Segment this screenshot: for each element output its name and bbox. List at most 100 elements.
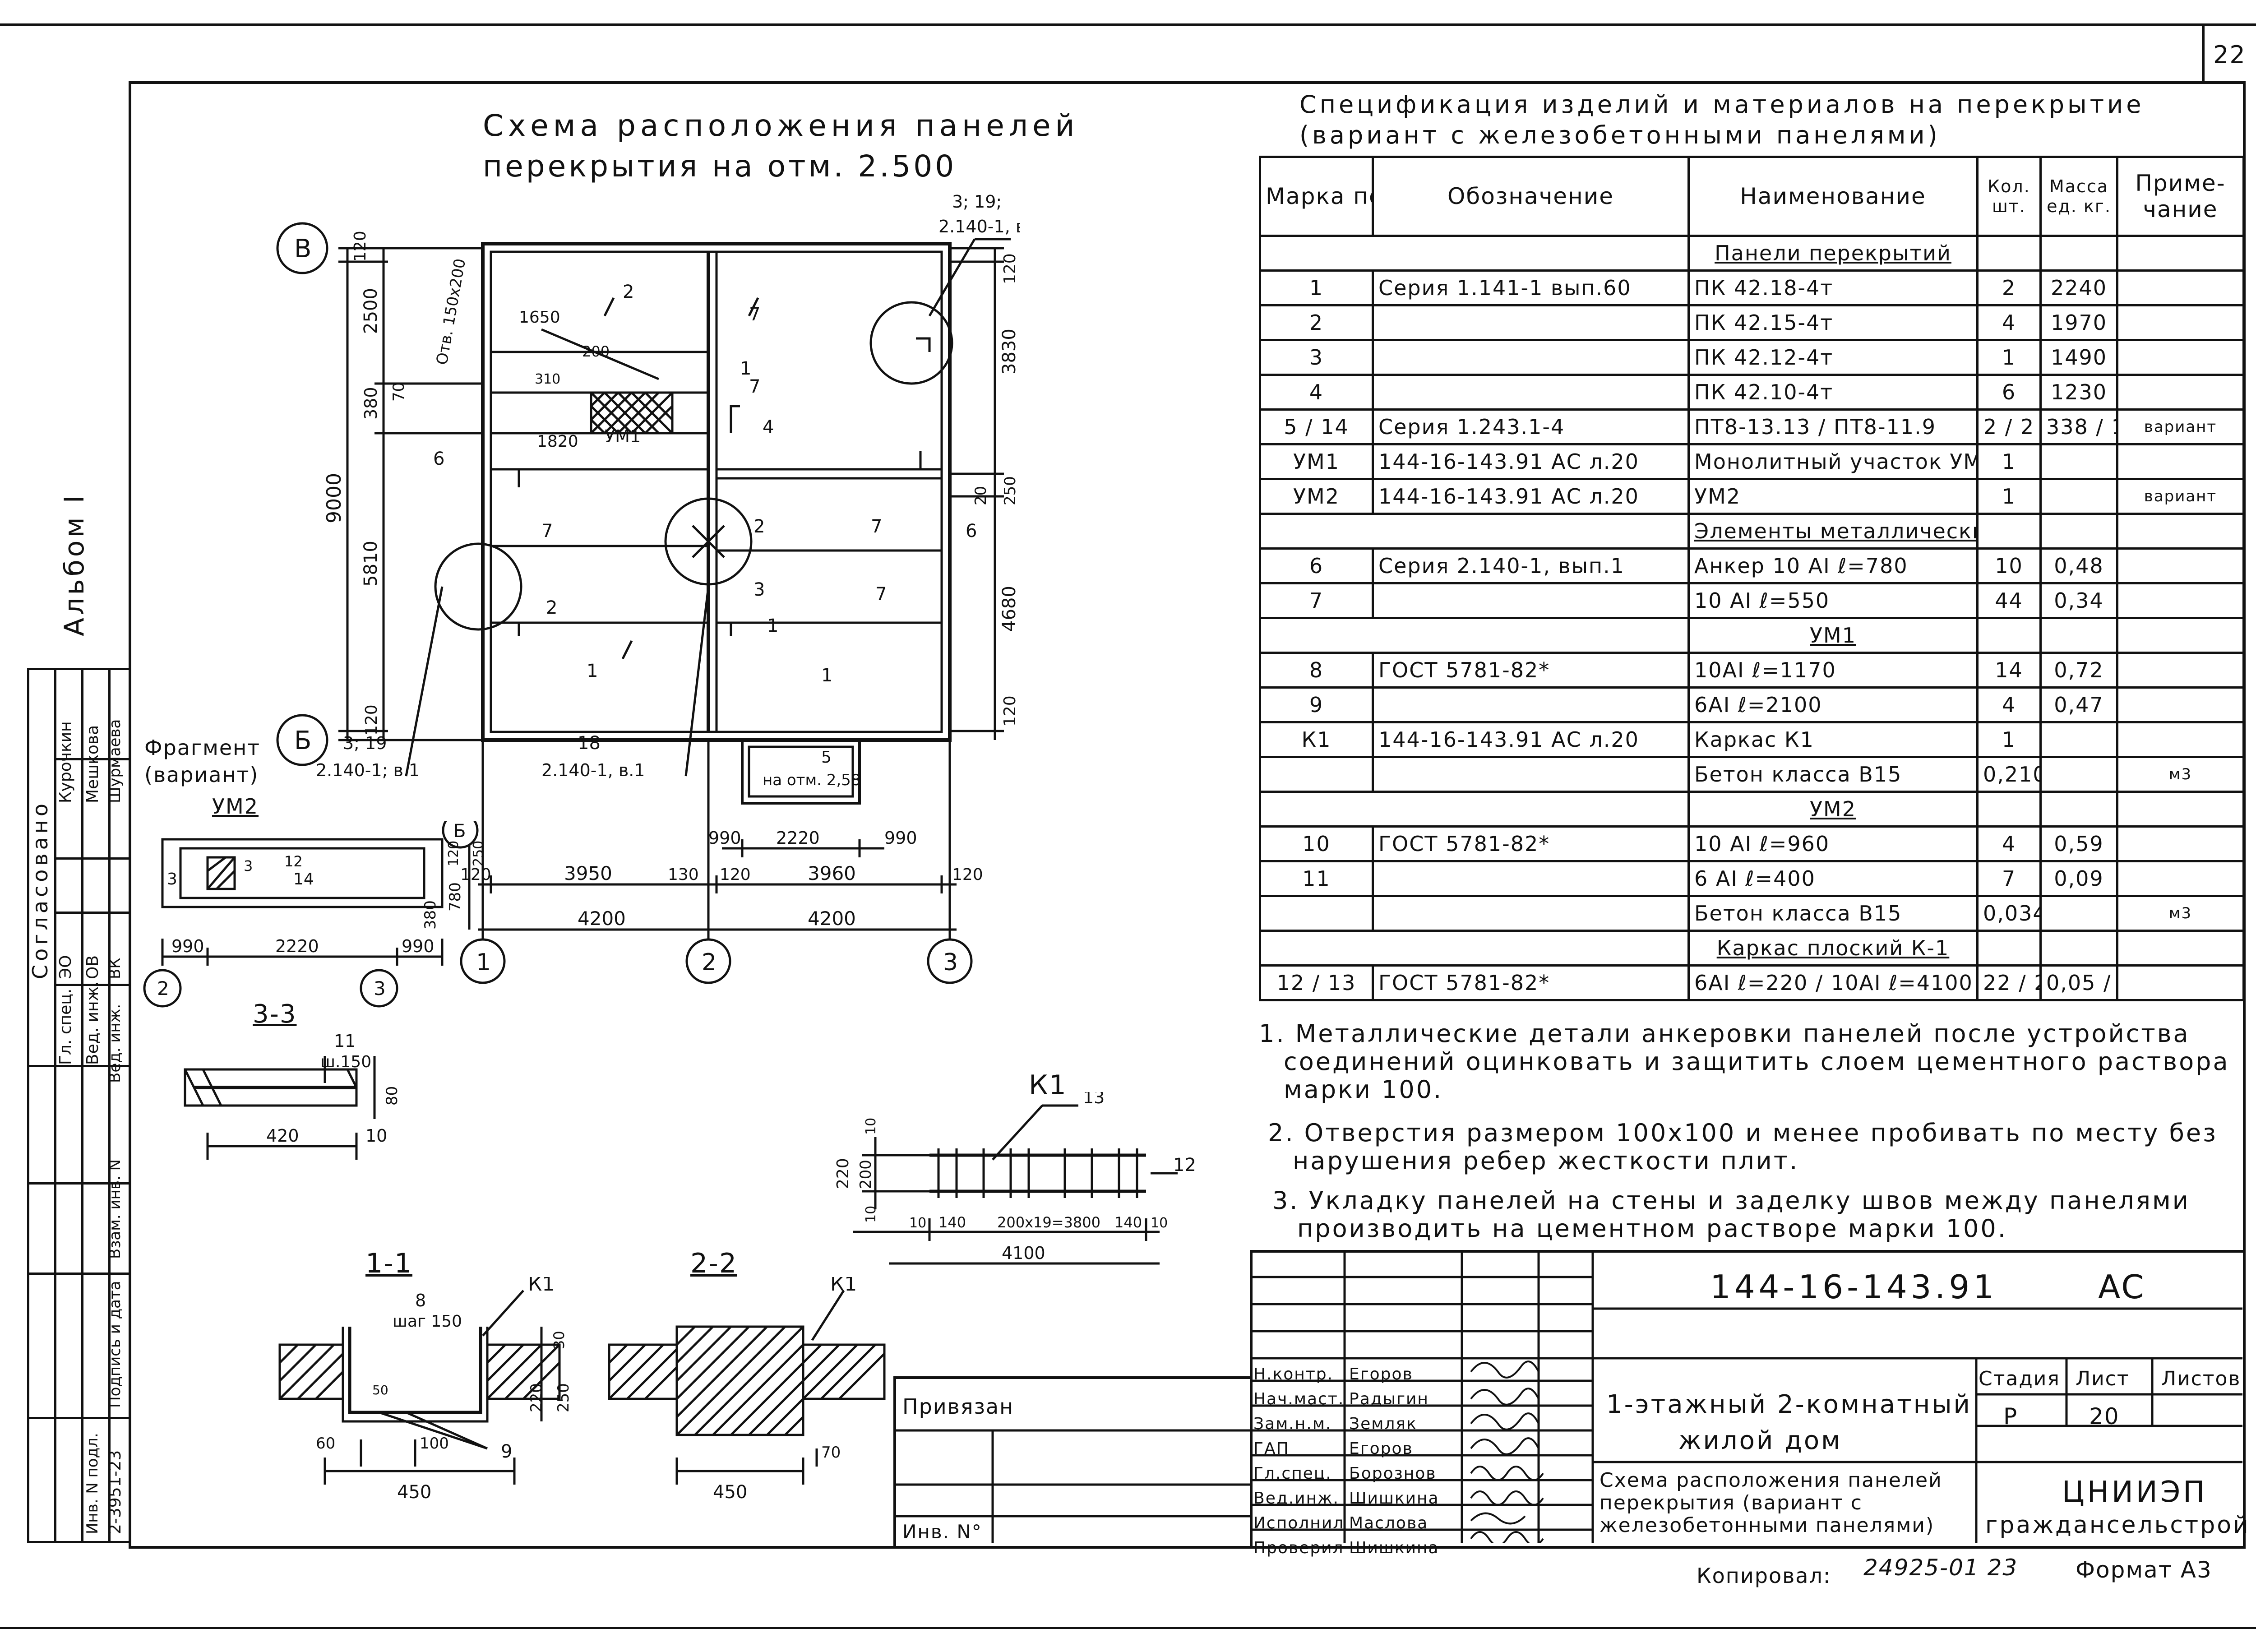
privyazan-block	[893, 1376, 1253, 1546]
spec-cell: 7	[1259, 582, 1374, 619]
spec-cell: 10	[1976, 547, 2042, 584]
spec-cell: 10 АI ℓ=550	[1687, 582, 1979, 619]
fragment-label-0: 3	[167, 870, 177, 888]
spec-cell	[1976, 513, 2042, 550]
staff-role: Исполнил	[1253, 1514, 1345, 1532]
k1-dim-bottom-3: 140	[1114, 1214, 1142, 1231]
spec-cell: 7	[1976, 860, 2042, 897]
dim-bottom-0: 120	[460, 865, 491, 884]
spec-cell: 1	[1976, 339, 2042, 376]
dim-total-1: 4200	[578, 907, 626, 930]
spec-cell	[2039, 478, 2118, 515]
spec-cell: 6	[1976, 374, 2042, 411]
dim-bottom-3: 120	[720, 865, 751, 884]
spec-cell: Серия 2.140-1, вып.1	[1372, 547, 1690, 584]
section-33-mark: 11	[334, 1031, 356, 1051]
fragment-side-0: 120	[446, 841, 462, 866]
section-11-title: 1-1	[365, 1248, 412, 1279]
fragment-label-2: 3	[244, 857, 253, 875]
inv-col-1: Инв. N подл.	[83, 1433, 102, 1534]
sheet-title-3: железобетонными панелями)	[1600, 1514, 1935, 1537]
footer-format: Формат А3	[2076, 1557, 2212, 1583]
spec-cell	[2116, 860, 2245, 897]
porch-dim-2: 990	[884, 828, 917, 848]
spec-cell: 22 / 2	[1976, 964, 2042, 1001]
spec-cell	[1372, 374, 1690, 411]
spec-cell: 6АI ℓ=220 / 10АI ℓ=4100	[1687, 964, 1979, 1001]
section-11-mark2: 9	[501, 1441, 512, 1462]
approval-code-2: ОВ	[83, 955, 102, 979]
spec-cell: 2240	[2039, 269, 2118, 306]
spec-header: Наименование	[1687, 156, 1979, 237]
spec-cell	[2116, 930, 2245, 967]
spec-cell	[2116, 617, 2245, 654]
spec-cell	[2116, 791, 2245, 828]
staff-name: Шишкина	[1349, 1489, 1439, 1508]
dim-left-4: 9000	[323, 473, 346, 523]
spec-cell	[2116, 269, 2245, 306]
spec-cell	[2116, 686, 2245, 723]
object-line2: жилой дом	[1678, 1426, 1842, 1455]
section-33-dim1: 80	[383, 1086, 401, 1106]
section-11-dim-3: 60	[316, 1435, 335, 1453]
section-33-title: 3-3	[253, 1000, 297, 1029]
spec-cell: 0,59	[2039, 825, 2118, 862]
spec-cell	[1976, 617, 2042, 654]
spec-cell: 6 АI ℓ=400	[1687, 860, 1979, 897]
spec-section-row: Панели перекрытий	[1259, 235, 2245, 272]
spec-cell: Анкер 10 АI ℓ=780	[1687, 547, 1979, 584]
approval-name-3: Шурмаева	[106, 719, 124, 803]
spec-cell	[2116, 964, 2245, 1001]
spec-cell	[2039, 895, 2118, 932]
spec-cell	[1372, 582, 1690, 619]
doc-code: 144-16-143.91	[1710, 1268, 1997, 1306]
spec-cell	[2039, 756, 2118, 793]
staff-role: Нач.маст.	[1253, 1390, 1345, 1408]
spec-cell: 1	[1259, 269, 1374, 306]
k1-dim-left-2: 220	[834, 1158, 852, 1189]
dim-right-1: 3830	[999, 329, 1020, 375]
spec-title-line1: Спецификация изделий и материалов на пер…	[1299, 90, 2145, 119]
plan-drawing: В Б 1 2 3 120 2500 380 70 9000 5810 120 …	[276, 192, 1020, 984]
callout-bottom-1: 18	[578, 733, 601, 754]
callout-top-2: 2.140-1, в.1	[938, 217, 1020, 236]
k1-dim-bottom-4: 10	[1151, 1215, 1168, 1231]
dim-right-0: 120	[1001, 253, 1019, 284]
spec-cell: 0,48	[2039, 547, 2118, 584]
staff-name: Борознов	[1349, 1464, 1437, 1483]
fragment-side-3: 250	[471, 841, 486, 866]
spec-header: Масса ед. кг.	[2039, 156, 2118, 237]
dim-left-5: 5810	[361, 541, 381, 587]
spec-cell: 1230	[2039, 374, 2118, 411]
spec-cell: 2	[1259, 304, 1374, 341]
inv-col-2: Подпись и дата	[106, 1281, 124, 1408]
panel-mark: 2	[754, 516, 765, 537]
fragment-axis-right: 3	[374, 977, 386, 1000]
spec-cell: 0,47	[2039, 686, 2118, 723]
staff-name: Маслова	[1349, 1514, 1428, 1532]
k1-dim-bottom-1: 140	[938, 1214, 966, 1231]
spec-cell	[1976, 930, 2042, 967]
spec-cell: 1	[1976, 721, 2042, 758]
spec-cell: 10АI ℓ=1170	[1687, 652, 1979, 689]
drawing-frame	[129, 81, 2246, 1549]
spec-section-row: УМ2	[1259, 791, 2245, 828]
spec-cell: 0,34	[2039, 582, 2118, 619]
spec-cell: Серия 1.243.1-4	[1372, 408, 1690, 445]
spec-cell: К1	[1259, 721, 1374, 758]
spec-cell	[1976, 791, 2042, 828]
spec-cell: 3	[1259, 339, 1374, 376]
sheet-value: 20	[2089, 1403, 2120, 1430]
title-block	[1250, 1250, 2245, 1546]
staff-name: Радыгин	[1349, 1390, 1429, 1408]
note-3: 3. Укладку панелей на стены и заделку шв…	[1272, 1187, 2190, 1243]
spec-cell	[2039, 443, 2118, 480]
sheet-title-2: перекрытия (вариант с	[1600, 1491, 1863, 1514]
note-line: соединений оцинковать и защитить слоем ц…	[1284, 1047, 2230, 1076]
spec-cell: 4	[1259, 374, 1374, 411]
staff-role: Н.контр.	[1253, 1365, 1334, 1384]
spec-cell	[2039, 513, 2118, 550]
